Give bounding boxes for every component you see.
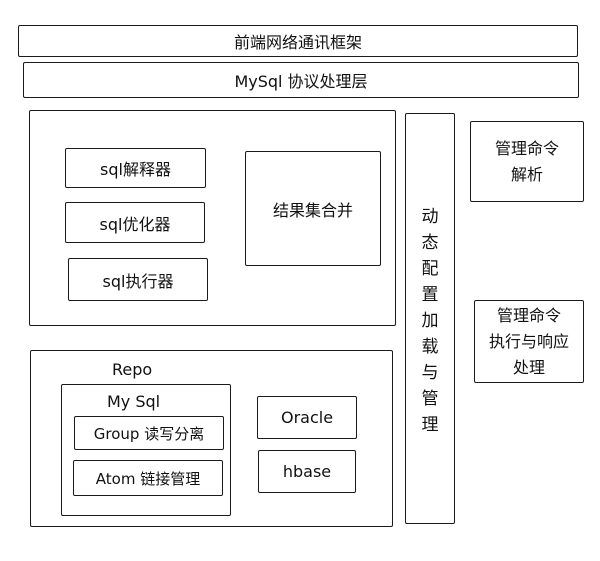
group-box: Group 读写分离 bbox=[74, 416, 224, 450]
oracle-label: Oracle bbox=[280, 408, 334, 427]
sql-processing-block bbox=[29, 110, 396, 326]
command-execute-box: 管理命令 执行与响应 处理 bbox=[474, 300, 584, 383]
hbase-label: hbase bbox=[282, 462, 332, 481]
repo-block bbox=[30, 350, 393, 527]
frontend-network-layer: 前端网络通讯框架 bbox=[18, 25, 578, 57]
sql-parser-label: sql解释器 bbox=[100, 160, 171, 179]
sql-optimizer-box: sql优化器 bbox=[65, 202, 205, 243]
dynamic-config-char: 置 bbox=[421, 284, 439, 305]
sql-optimizer-label: sql优化器 bbox=[99, 214, 171, 234]
dynamic-config-char: 动 bbox=[421, 206, 439, 227]
mysql-repo-title: My Sql bbox=[107, 392, 161, 411]
mysql-protocol-label: MySql 协议处理层 bbox=[234, 72, 368, 91]
dynamic-config-char: 态 bbox=[421, 232, 439, 253]
command-parse-label: 管理命令 解析 bbox=[494, 138, 559, 184]
sql-executor-box: sql执行器 bbox=[68, 258, 208, 301]
mysql-repo-box bbox=[61, 384, 231, 516]
hbase-box: hbase bbox=[258, 450, 356, 493]
group-label: Group 读写分离 bbox=[93, 424, 205, 443]
sql-executor-label: sql执行器 bbox=[102, 271, 174, 291]
result-merge-box: 结果集合并 bbox=[245, 151, 381, 266]
frontend-network-label: 前端网络通讯框架 bbox=[233, 33, 362, 52]
dynamic-config-char: 理 bbox=[421, 414, 439, 435]
dynamic-config-char: 配 bbox=[421, 258, 439, 279]
sql-parser-box: sql解释器 bbox=[65, 148, 206, 188]
result-merge-label: 结果集合并 bbox=[272, 200, 353, 220]
atom-label: Atom 链接管理 bbox=[95, 469, 201, 488]
command-execute-label: 管理命令 执行与响应 处理 bbox=[488, 305, 569, 377]
dynamic-config-char: 载 bbox=[421, 336, 439, 357]
atom-box: Atom 链接管理 bbox=[73, 460, 223, 496]
mysql-protocol-layer: MySql 协议处理层 bbox=[23, 62, 579, 98]
dynamic-config-column: 动 态 配 置 加 载 与 管 理 bbox=[405, 113, 455, 524]
dynamic-config-char: 与 bbox=[421, 362, 439, 383]
dynamic-config-char: 加 bbox=[421, 310, 439, 331]
dynamic-config-char: 管 bbox=[421, 388, 439, 409]
oracle-box: Oracle bbox=[257, 396, 357, 439]
command-parse-box: 管理命令 解析 bbox=[470, 121, 584, 202]
repo-title: Repo bbox=[112, 360, 153, 379]
